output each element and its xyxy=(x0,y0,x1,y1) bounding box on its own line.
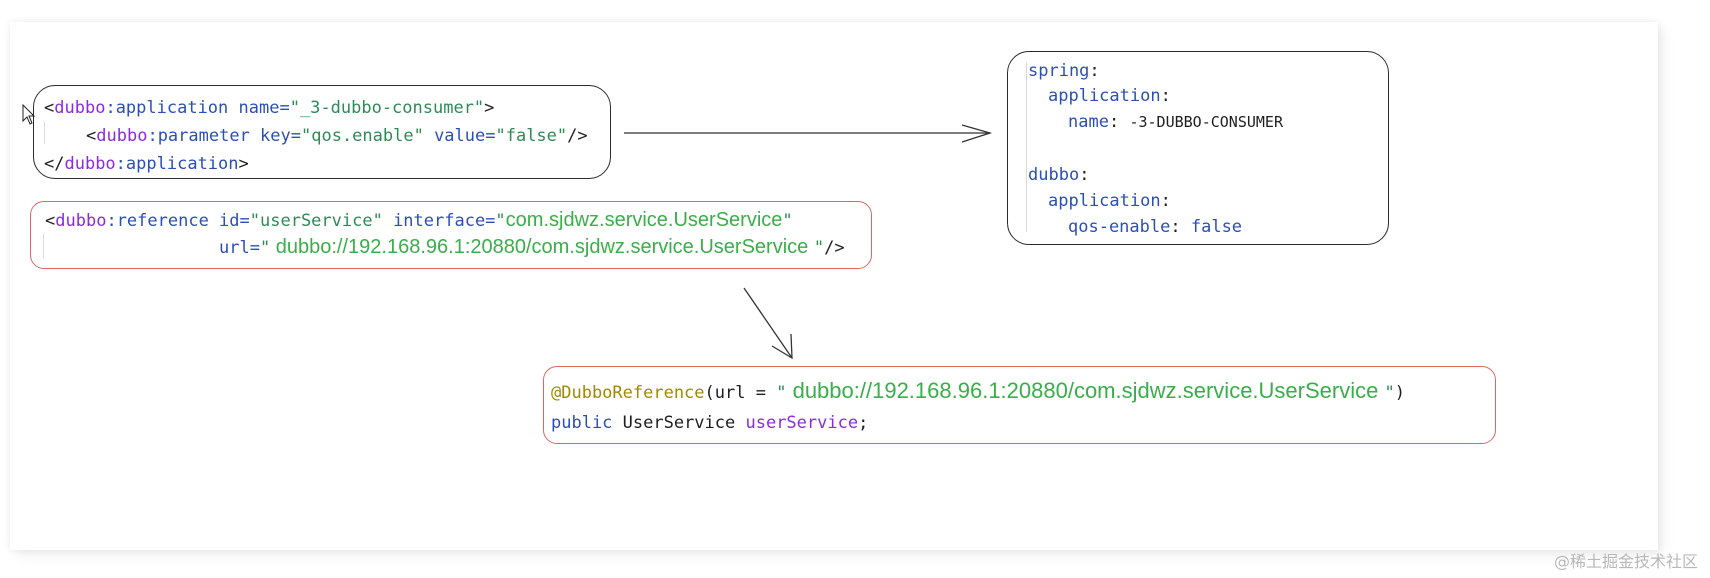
yaml-colon: : xyxy=(1089,61,1100,81)
token-bracket: > xyxy=(238,154,249,174)
token-quote: " xyxy=(495,211,506,231)
token-url-value: dubbo://192.168.96.1:20880/com.sjdwz.ser… xyxy=(786,378,1385,403)
yaml-line-qos: qos-enable: false xyxy=(1068,213,1242,241)
yaml-line-application-2: application: xyxy=(1048,187,1171,215)
token-attr: interface= xyxy=(382,211,496,231)
yaml-key: dubbo xyxy=(1028,165,1080,185)
token-url-value: dubbo://192.168.96.1:20880/com.sjdwz.ser… xyxy=(270,236,814,258)
token-annotation: @DubboReference xyxy=(551,383,705,403)
token-interface-value: com.sjdwz.service.UserService xyxy=(505,209,783,231)
token-quote: " xyxy=(259,238,271,258)
code-line-2: url=" dubbo://192.168.96.1:20880/com.sjd… xyxy=(219,233,845,262)
code-line-1: @DubboReference(url = " dubbo://192.168.… xyxy=(551,377,1405,407)
token-field: userService xyxy=(745,413,859,433)
token-attr: key= xyxy=(249,126,301,146)
token-bracket: < xyxy=(86,126,97,146)
token-colon: : xyxy=(147,126,158,146)
yaml-line-spring: spring: xyxy=(1028,57,1100,85)
code-gutter xyxy=(1026,62,1027,232)
code-line-1: <dubbo:application name="_3-dubbo-consum… xyxy=(44,94,494,122)
yaml-colon: : xyxy=(1108,112,1120,132)
token-paren: ) xyxy=(1394,383,1405,403)
token-bracket: < xyxy=(44,98,55,118)
yaml-colon: : xyxy=(1160,191,1171,211)
token-namespace: dubbo xyxy=(54,98,106,118)
token-paren: ( xyxy=(704,383,715,403)
yaml-colon: : xyxy=(1170,217,1181,237)
token-attr: url= xyxy=(219,238,260,258)
code-line-2: public UserService userService; xyxy=(551,409,868,437)
yaml-line-application: application: xyxy=(1048,82,1171,110)
xml-application-box: <dubbo:application name="_3-dubbo-consum… xyxy=(33,85,611,179)
code-gutter xyxy=(44,122,45,144)
yaml-key: application xyxy=(1048,86,1161,106)
token-tag: parameter xyxy=(157,126,250,146)
yaml-config-box: spring: application: name: -3-DUBBO-CONS… xyxy=(1007,51,1389,245)
token-quote: " xyxy=(813,238,825,258)
code-line-1: <dubbo:reference id="userService" interf… xyxy=(45,206,793,235)
token-bracket: /> xyxy=(567,126,588,146)
yaml-line-name: name: -3-DUBBO-CONSUMER xyxy=(1068,108,1283,136)
yaml-value: -3-DUBBO-CONSUMER xyxy=(1129,113,1283,131)
code-line-2: <dubbo:parameter key="qos.enable" value=… xyxy=(86,122,588,150)
token-namespace: dubbo xyxy=(64,154,116,174)
mouse-pointer-icon xyxy=(22,104,36,125)
token-attr: id= xyxy=(208,211,250,231)
code-gutter xyxy=(43,234,44,258)
token-attr: value= xyxy=(423,126,496,146)
token-namespace: dubbo xyxy=(96,126,148,146)
yaml-colon: : xyxy=(1079,165,1090,185)
xml-reference-box: <dubbo:reference id="userService" interf… xyxy=(30,201,872,269)
token-type: UserService xyxy=(612,413,746,433)
yaml-value: false xyxy=(1190,217,1243,237)
token-colon: : xyxy=(115,154,126,174)
token-tag: reference xyxy=(116,211,209,231)
token-tag: application xyxy=(115,98,229,118)
token-namespace: dubbo xyxy=(55,211,107,231)
token-equals: = xyxy=(745,383,777,403)
code-line-3: </dubbo:application> xyxy=(44,150,249,178)
yaml-colon: : xyxy=(1160,86,1171,106)
token-quote: " xyxy=(1384,383,1395,403)
yaml-line-dubbo: dubbo: xyxy=(1028,161,1089,189)
watermark: @稀土掘金技术社区 xyxy=(1553,552,1698,571)
token-colon: : xyxy=(105,98,116,118)
token-tag: application xyxy=(125,154,239,174)
token-bracket: > xyxy=(484,98,495,118)
java-annotation-box: @DubboReference(url = " dubbo://192.168.… xyxy=(543,366,1496,444)
token-colon: : xyxy=(106,211,117,231)
yaml-key: spring xyxy=(1028,61,1090,81)
token-param: url xyxy=(714,383,746,403)
token-bracket: </ xyxy=(44,154,65,174)
token-quote: " xyxy=(782,211,793,231)
token-keyword: public xyxy=(551,413,613,433)
yaml-key: application xyxy=(1048,191,1161,211)
token-quote: " xyxy=(776,383,787,403)
token-string: "qos.enable" xyxy=(301,126,424,146)
token-semicolon: ; xyxy=(858,413,869,433)
yaml-key: name xyxy=(1068,112,1109,132)
token-string: "false" xyxy=(495,126,568,146)
token-attr: name= xyxy=(228,98,290,118)
token-bracket: < xyxy=(45,211,56,231)
token-bracket: /> xyxy=(824,238,845,258)
yaml-key: qos-enable xyxy=(1068,217,1171,237)
token-string: "_3-dubbo-consumer" xyxy=(289,98,485,118)
token-string: "userService" xyxy=(249,211,383,231)
